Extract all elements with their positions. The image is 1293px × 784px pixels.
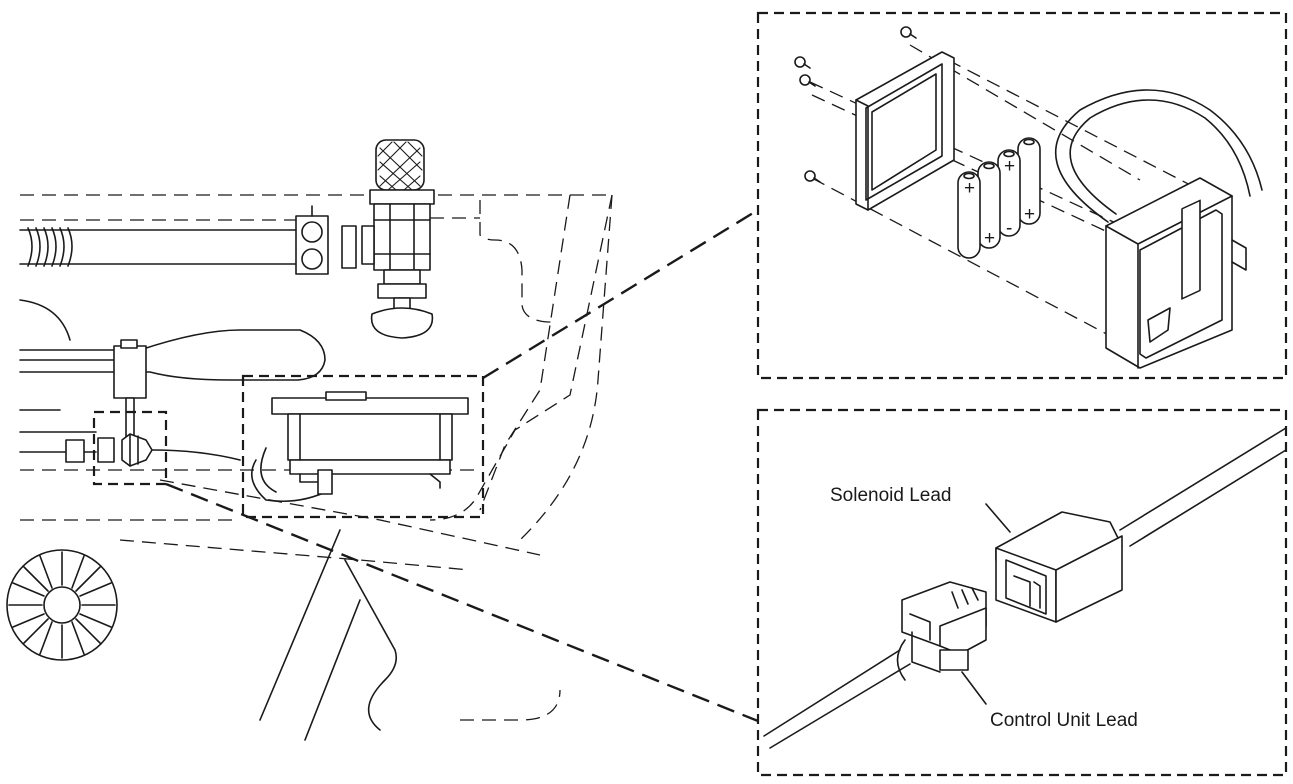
battery-minus-mark: - [1006,218,1012,239]
control-unit-connector [901,581,987,673]
screw-icon [794,26,917,183]
main-view [6,139,613,741]
control-unit-detail-box [241,374,485,519]
battery-plus-mark: + [964,178,975,199]
battery-icon [957,137,1041,259]
solenoid-connector [995,511,1123,623]
lead-line-bottom [165,482,759,723]
connector-inset-box [756,408,1288,777]
connector-inset: Solenoid Lead Control Unit Lead [756,408,1288,777]
battery-plus-mark: + [984,228,995,249]
adjuster-assembly [361,139,435,339]
inline-connector [19,409,241,467]
control-unit [250,391,469,503]
solenoid-lead-label: Solenoid Lead [830,485,952,506]
control-unit-lead-leader [961,671,987,705]
coil-spring [27,227,73,267]
lead-line-top [482,208,759,380]
control-unit-lead-label: Control Unit Lead [990,710,1138,731]
battery-cover [855,51,955,211]
battery-holder [1105,177,1247,369]
battery-inset: + + + + - [756,11,1288,380]
wheel [6,549,118,661]
hose [19,299,326,439]
battery-plus-mark: + [1024,204,1035,225]
solenoid-lead-leader [985,503,1011,533]
battery-plus-mark: + [1004,156,1015,177]
battery-inset-box [756,11,1288,380]
connector-detail-box [92,410,168,486]
